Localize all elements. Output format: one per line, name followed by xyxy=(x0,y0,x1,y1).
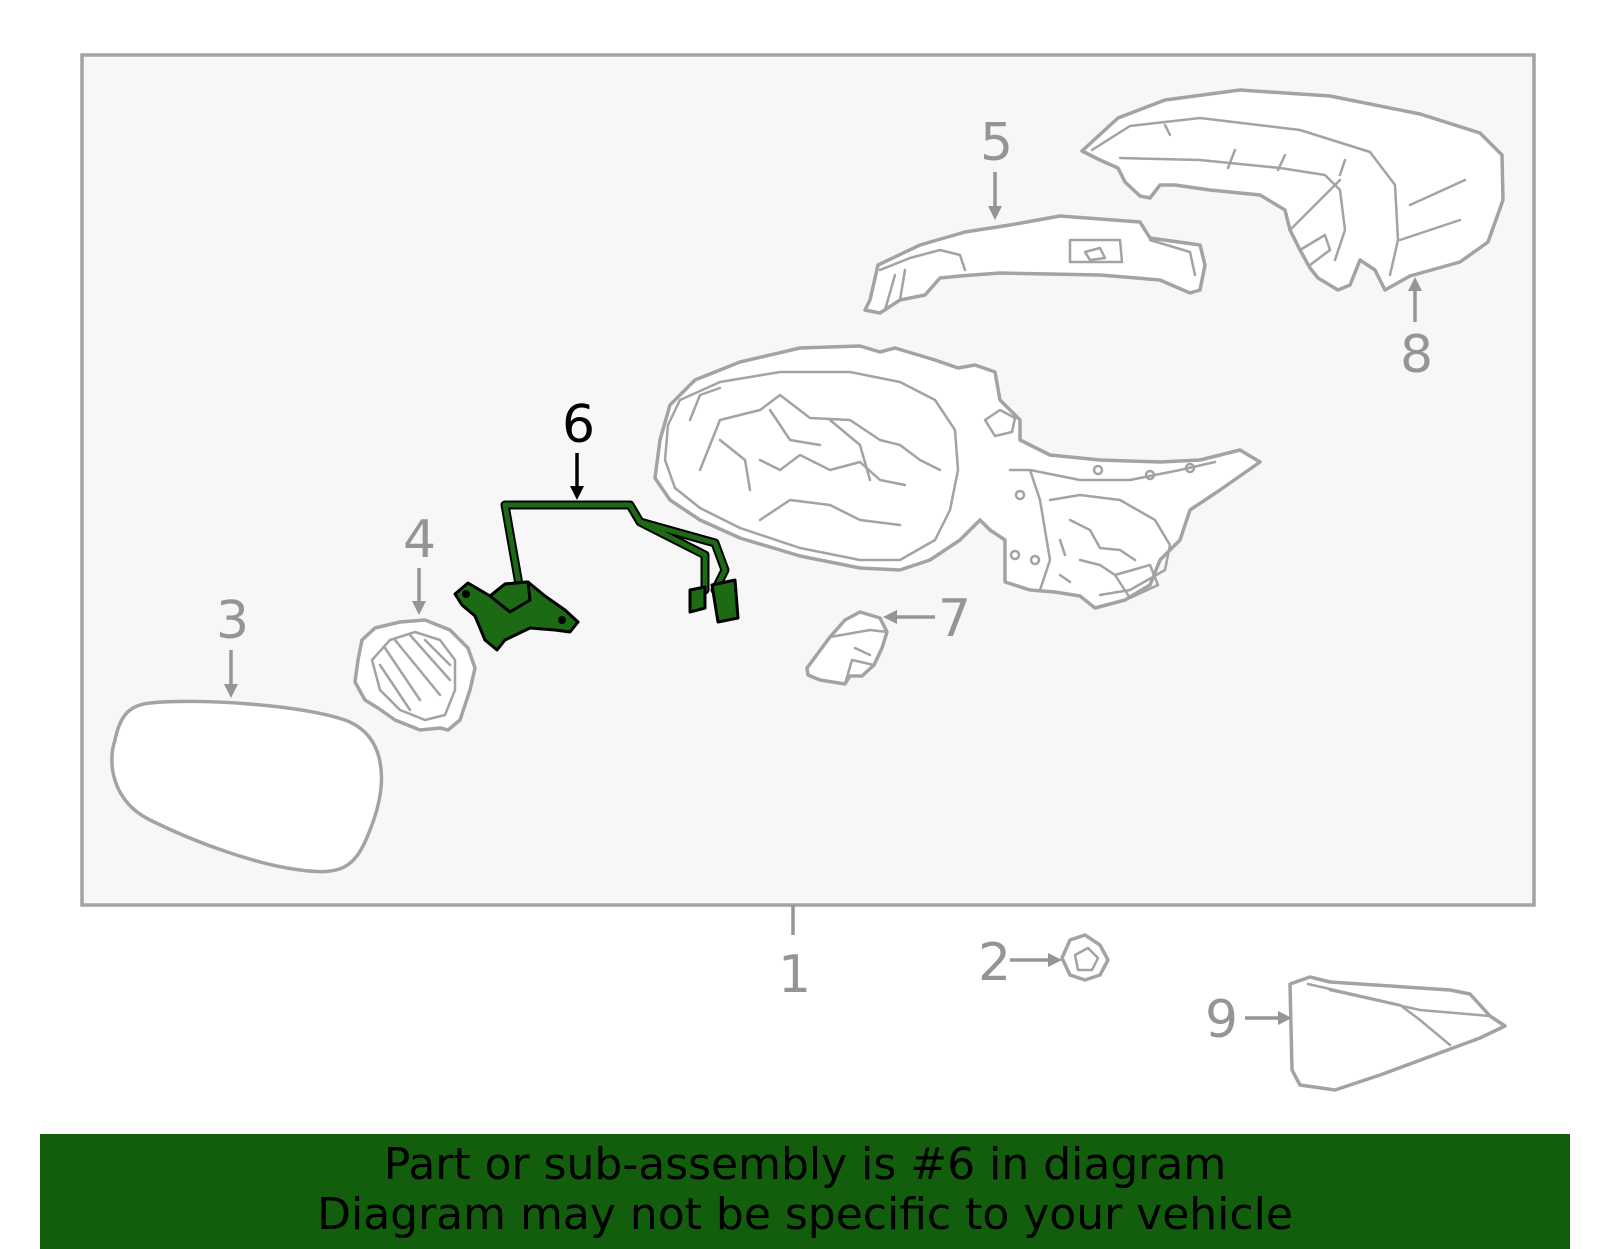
callout-8: 8 xyxy=(1400,325,1433,385)
info-banner: Part or sub-assembly is #6 in diagram Di… xyxy=(40,1134,1570,1249)
leader-3 xyxy=(224,650,238,698)
leader-8 xyxy=(1408,277,1422,322)
callout-3: 3 xyxy=(216,591,249,651)
leader-4 xyxy=(412,568,426,615)
part-2-nut[interactable] xyxy=(1060,933,1110,982)
callout-9: 9 xyxy=(1205,990,1238,1050)
callout-1: 1 xyxy=(778,945,811,1005)
callout-2: 2 xyxy=(978,933,1011,993)
callout-7: 7 xyxy=(938,589,971,649)
callout-4: 4 xyxy=(403,510,436,570)
leader-9 xyxy=(1245,1011,1292,1025)
leader-6 xyxy=(570,453,584,500)
banner-line-1: Part or sub-assembly is #6 in diagram xyxy=(383,1139,1227,1190)
callout-5: 5 xyxy=(980,113,1013,173)
part-6-wiring-harness[interactable] xyxy=(453,500,740,652)
part-9-trim-cover[interactable] xyxy=(1288,975,1507,1092)
leader-2 xyxy=(1010,953,1062,967)
part-5-turn-signal-lamp[interactable] xyxy=(863,214,1207,315)
part-7-puddle-lamp[interactable] xyxy=(805,610,889,686)
banner-line-2: Diagram may not be specific to your vehi… xyxy=(317,1189,1293,1240)
part-3-mirror-glass[interactable] xyxy=(110,699,384,874)
part-8-mirror-cover[interactable] xyxy=(1080,88,1505,292)
callout-6: 6 xyxy=(562,395,595,455)
part-1-mirror-housing[interactable] xyxy=(653,344,1262,610)
part-4-actuator[interactable] xyxy=(353,618,477,732)
leader-5 xyxy=(988,172,1002,220)
leader-7 xyxy=(883,610,935,624)
